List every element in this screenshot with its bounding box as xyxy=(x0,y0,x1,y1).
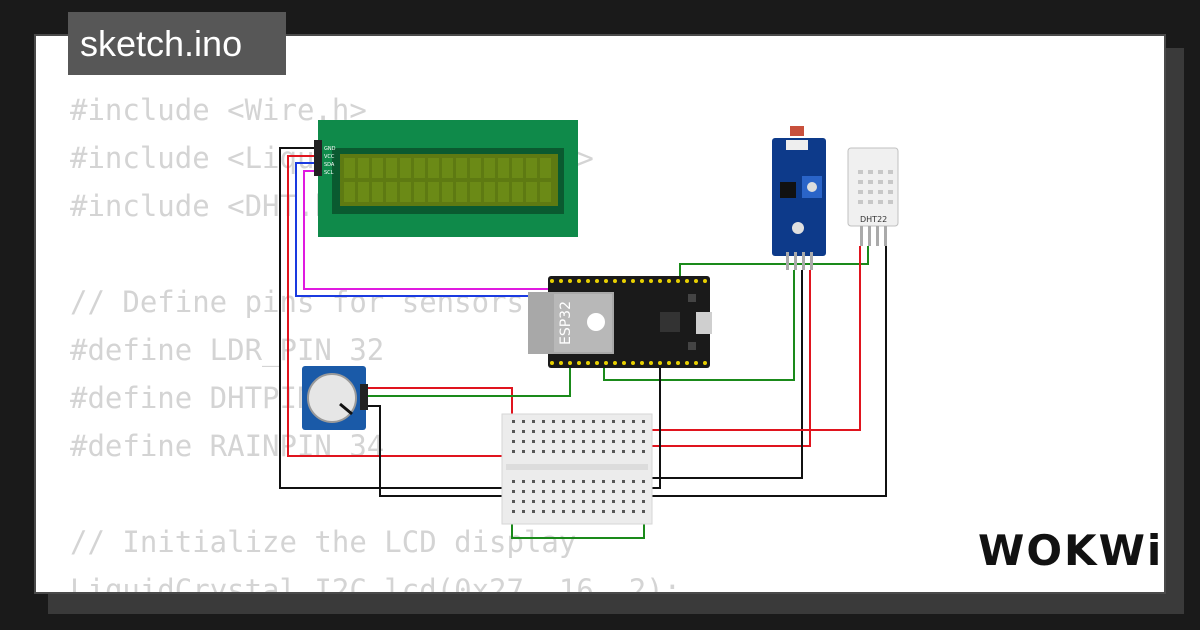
usb-port xyxy=(696,312,712,334)
dht22-vent-grid xyxy=(858,170,893,204)
wire-black-lcd-gnd xyxy=(279,147,502,489)
code-line: #define RAINPIN 34 xyxy=(70,429,385,463)
wire-red-pot xyxy=(368,387,513,424)
wire-green-pot xyxy=(368,366,571,397)
ldr-led-icon xyxy=(792,222,804,234)
code-line: LiquidCrystal_I2C lcd(0x27, 16, 2); xyxy=(70,573,682,594)
wire-black-pot xyxy=(368,405,508,497)
wire-red-ldr xyxy=(650,270,811,447)
ldr-comparator-chip xyxy=(780,182,796,198)
wire-green-esp-top xyxy=(679,246,869,280)
breadboard-channel xyxy=(506,464,648,470)
dht22-body xyxy=(847,147,899,227)
ldr-board xyxy=(772,138,826,256)
dht22-pins xyxy=(860,226,887,246)
breadboard-holes xyxy=(512,420,645,513)
code-line: #define LDR_PIN 32 xyxy=(70,333,385,367)
esp32-board: ESP32 xyxy=(528,276,712,368)
esp32-label: ESP32 xyxy=(558,301,574,345)
esp32-button-en xyxy=(688,294,696,302)
frame-shadow-bottom xyxy=(48,594,1184,614)
wire-black-dht xyxy=(650,246,887,497)
wire-black-esp xyxy=(650,366,661,489)
potentiometer xyxy=(302,366,368,430)
ldr-sensor-module xyxy=(772,126,826,270)
wire-black-ldr xyxy=(650,270,803,479)
dht22-sensor: DHT22 xyxy=(847,147,899,246)
lcd-pin-vcc: VCC xyxy=(324,154,335,160)
wokwi-logo: WOKWi xyxy=(978,526,1164,575)
esp32-chip xyxy=(660,312,680,332)
ldr-pins xyxy=(786,252,813,270)
esp32-pin-row-bottom xyxy=(550,361,707,365)
breadboard xyxy=(501,413,653,525)
pot-header xyxy=(360,384,368,410)
lcd-i2c-header xyxy=(314,140,322,176)
lcd-pin-scl: SCL xyxy=(324,170,334,176)
espressif-logo-icon xyxy=(587,313,605,331)
wire-red-lcd-vcc xyxy=(287,155,512,457)
wire-green-esp-bottom xyxy=(603,270,795,381)
ldr-photoresistor xyxy=(790,126,804,136)
lcd-module: GND VCC SDA SCL xyxy=(314,120,578,237)
dht22-label: DHT22 xyxy=(860,215,887,224)
lcd-pin-sda: SDA xyxy=(324,162,335,168)
lcd-pin-gnd: GND xyxy=(324,146,336,152)
frame-shadow-right xyxy=(1166,48,1184,614)
esp32-pin-row-top xyxy=(550,279,707,283)
esp32-button-boot xyxy=(688,342,696,350)
lcd-character-cells xyxy=(344,158,551,202)
file-tab-title[interactable]: sketch.ino xyxy=(68,12,286,75)
pot-indicator xyxy=(339,402,353,416)
pot-knob xyxy=(307,373,357,423)
ldr-trimpot-screw xyxy=(807,182,817,192)
code-line: // Initialize the LCD display xyxy=(70,525,577,559)
ldr-led-header xyxy=(786,140,808,150)
